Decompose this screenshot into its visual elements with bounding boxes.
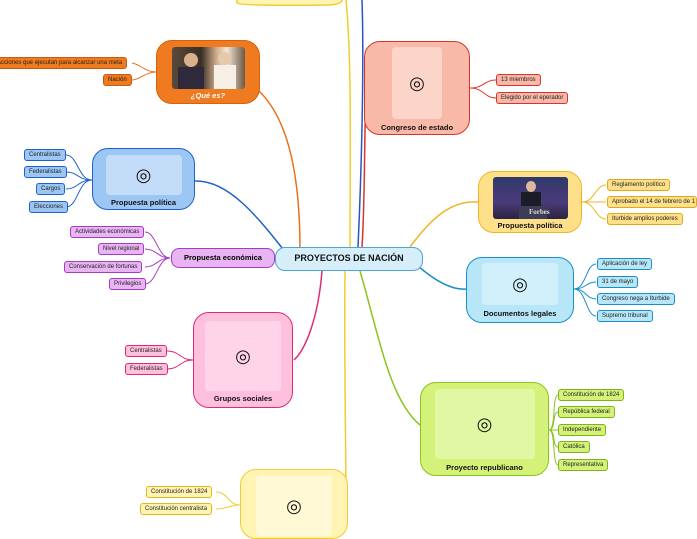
grupos-sociales-title: Grupos sociales <box>194 394 292 403</box>
congreso-title: Congreso de estado <box>365 123 469 132</box>
speaker-photo-icon: Forbes <box>493 177 568 219</box>
republicano-item[interactable]: República federal <box>558 406 615 418</box>
propuesta-economica-node[interactable]: Propuesta económica <box>171 248 275 268</box>
propuesta-politica-left-item[interactable]: Elecciones <box>29 201 68 213</box>
propuesta-politica-right-title: Propuesta política <box>479 221 581 230</box>
republicano-item[interactable]: Independiente <box>558 424 606 436</box>
propuesta-politica-right-node[interactable]: Forbes Propuesta política <box>478 171 582 233</box>
grupos-sociales-node[interactable]: ◎ Grupos sociales <box>193 312 293 408</box>
central-topic[interactable]: PROYECTOS DE NACIÓN <box>275 247 423 271</box>
congreso-item[interactable]: 13 miembros <box>496 74 541 86</box>
propuesta-politica-left-item[interactable]: Cargos <box>36 183 65 195</box>
documentos-item[interactable]: Supremo tribunal <box>597 310 653 322</box>
congreso-item[interactable]: Elegido por el eperador <box>496 92 568 104</box>
congreso-node[interactable]: ◎ Congreso de estado <box>364 41 470 135</box>
propuesta-politica-left-node[interactable]: ◎ Propuesta política <box>92 148 195 210</box>
propuesta-politica-right-item[interactable]: Reglamento político <box>607 179 670 191</box>
documentos-node[interactable]: ◎ Documentos legales <box>466 257 574 323</box>
propuesta-politica-right-item[interactable]: Iturbide amplios poderes <box>607 213 683 225</box>
grupos-sociales-item[interactable]: Centralistas <box>125 345 167 357</box>
grupos-sociales-item[interactable]: Federalistas <box>125 363 168 375</box>
camera-icon: ◎ <box>106 155 182 195</box>
bottom-node[interactable]: ◎ <box>240 469 348 539</box>
republicano-item[interactable]: Representativa <box>558 459 608 471</box>
camera-icon: ◎ <box>205 321 281 391</box>
propuesta-politica-right-item[interactable]: Aprobado el 14 de febrero de 1 <box>607 196 697 208</box>
propuesta-economica-item[interactable]: Actividades económicas <box>70 226 144 238</box>
republicano-item[interactable]: Católica <box>558 441 590 453</box>
que-es-item[interactable]: Nación <box>103 74 132 86</box>
documentos-item[interactable]: Congreso nega a Iturbide <box>597 293 675 305</box>
propuesta-politica-left-item[interactable]: Federalistas <box>24 166 67 178</box>
propuesta-politica-left-item[interactable]: Centralistas <box>24 149 66 161</box>
republicano-item[interactable]: Constitución de 1824 <box>558 389 624 401</box>
propuesta-politica-left-title: Propuesta política <box>93 198 194 207</box>
que-es-item[interactable]: Acciones que ejecutan para alcanzar una … <box>0 57 127 69</box>
republicano-node[interactable]: ◎ Proyecto republicano <box>420 382 549 476</box>
que-es-title: ¿Qué es? <box>157 91 259 100</box>
portrait-painting-icon <box>172 47 245 89</box>
propuesta-economica-item[interactable]: Privilegios <box>109 278 146 290</box>
camera-icon: ◎ <box>256 476 332 536</box>
camera-icon: ◎ <box>392 47 442 119</box>
photo-caption: Forbes <box>529 208 550 216</box>
que-es-node[interactable]: ¿Qué es? <box>156 40 260 104</box>
propuesta-economica-item[interactable]: Conservación de fortunas <box>64 261 142 273</box>
documentos-title: Documentos legales <box>467 309 573 318</box>
documentos-item[interactable]: Aplicación de ley <box>597 258 652 270</box>
camera-icon: ◎ <box>482 263 558 305</box>
documentos-item[interactable]: 31 de mayo <box>597 276 638 288</box>
republicano-title: Proyecto republicano <box>421 463 548 472</box>
bottom-node-item[interactable]: Constitución centralista <box>140 503 212 515</box>
bottom-node-item[interactable]: Constitución de 1824 <box>146 486 212 498</box>
propuesta-economica-item[interactable]: Nivel regional <box>98 243 144 255</box>
camera-icon: ◎ <box>435 389 535 459</box>
